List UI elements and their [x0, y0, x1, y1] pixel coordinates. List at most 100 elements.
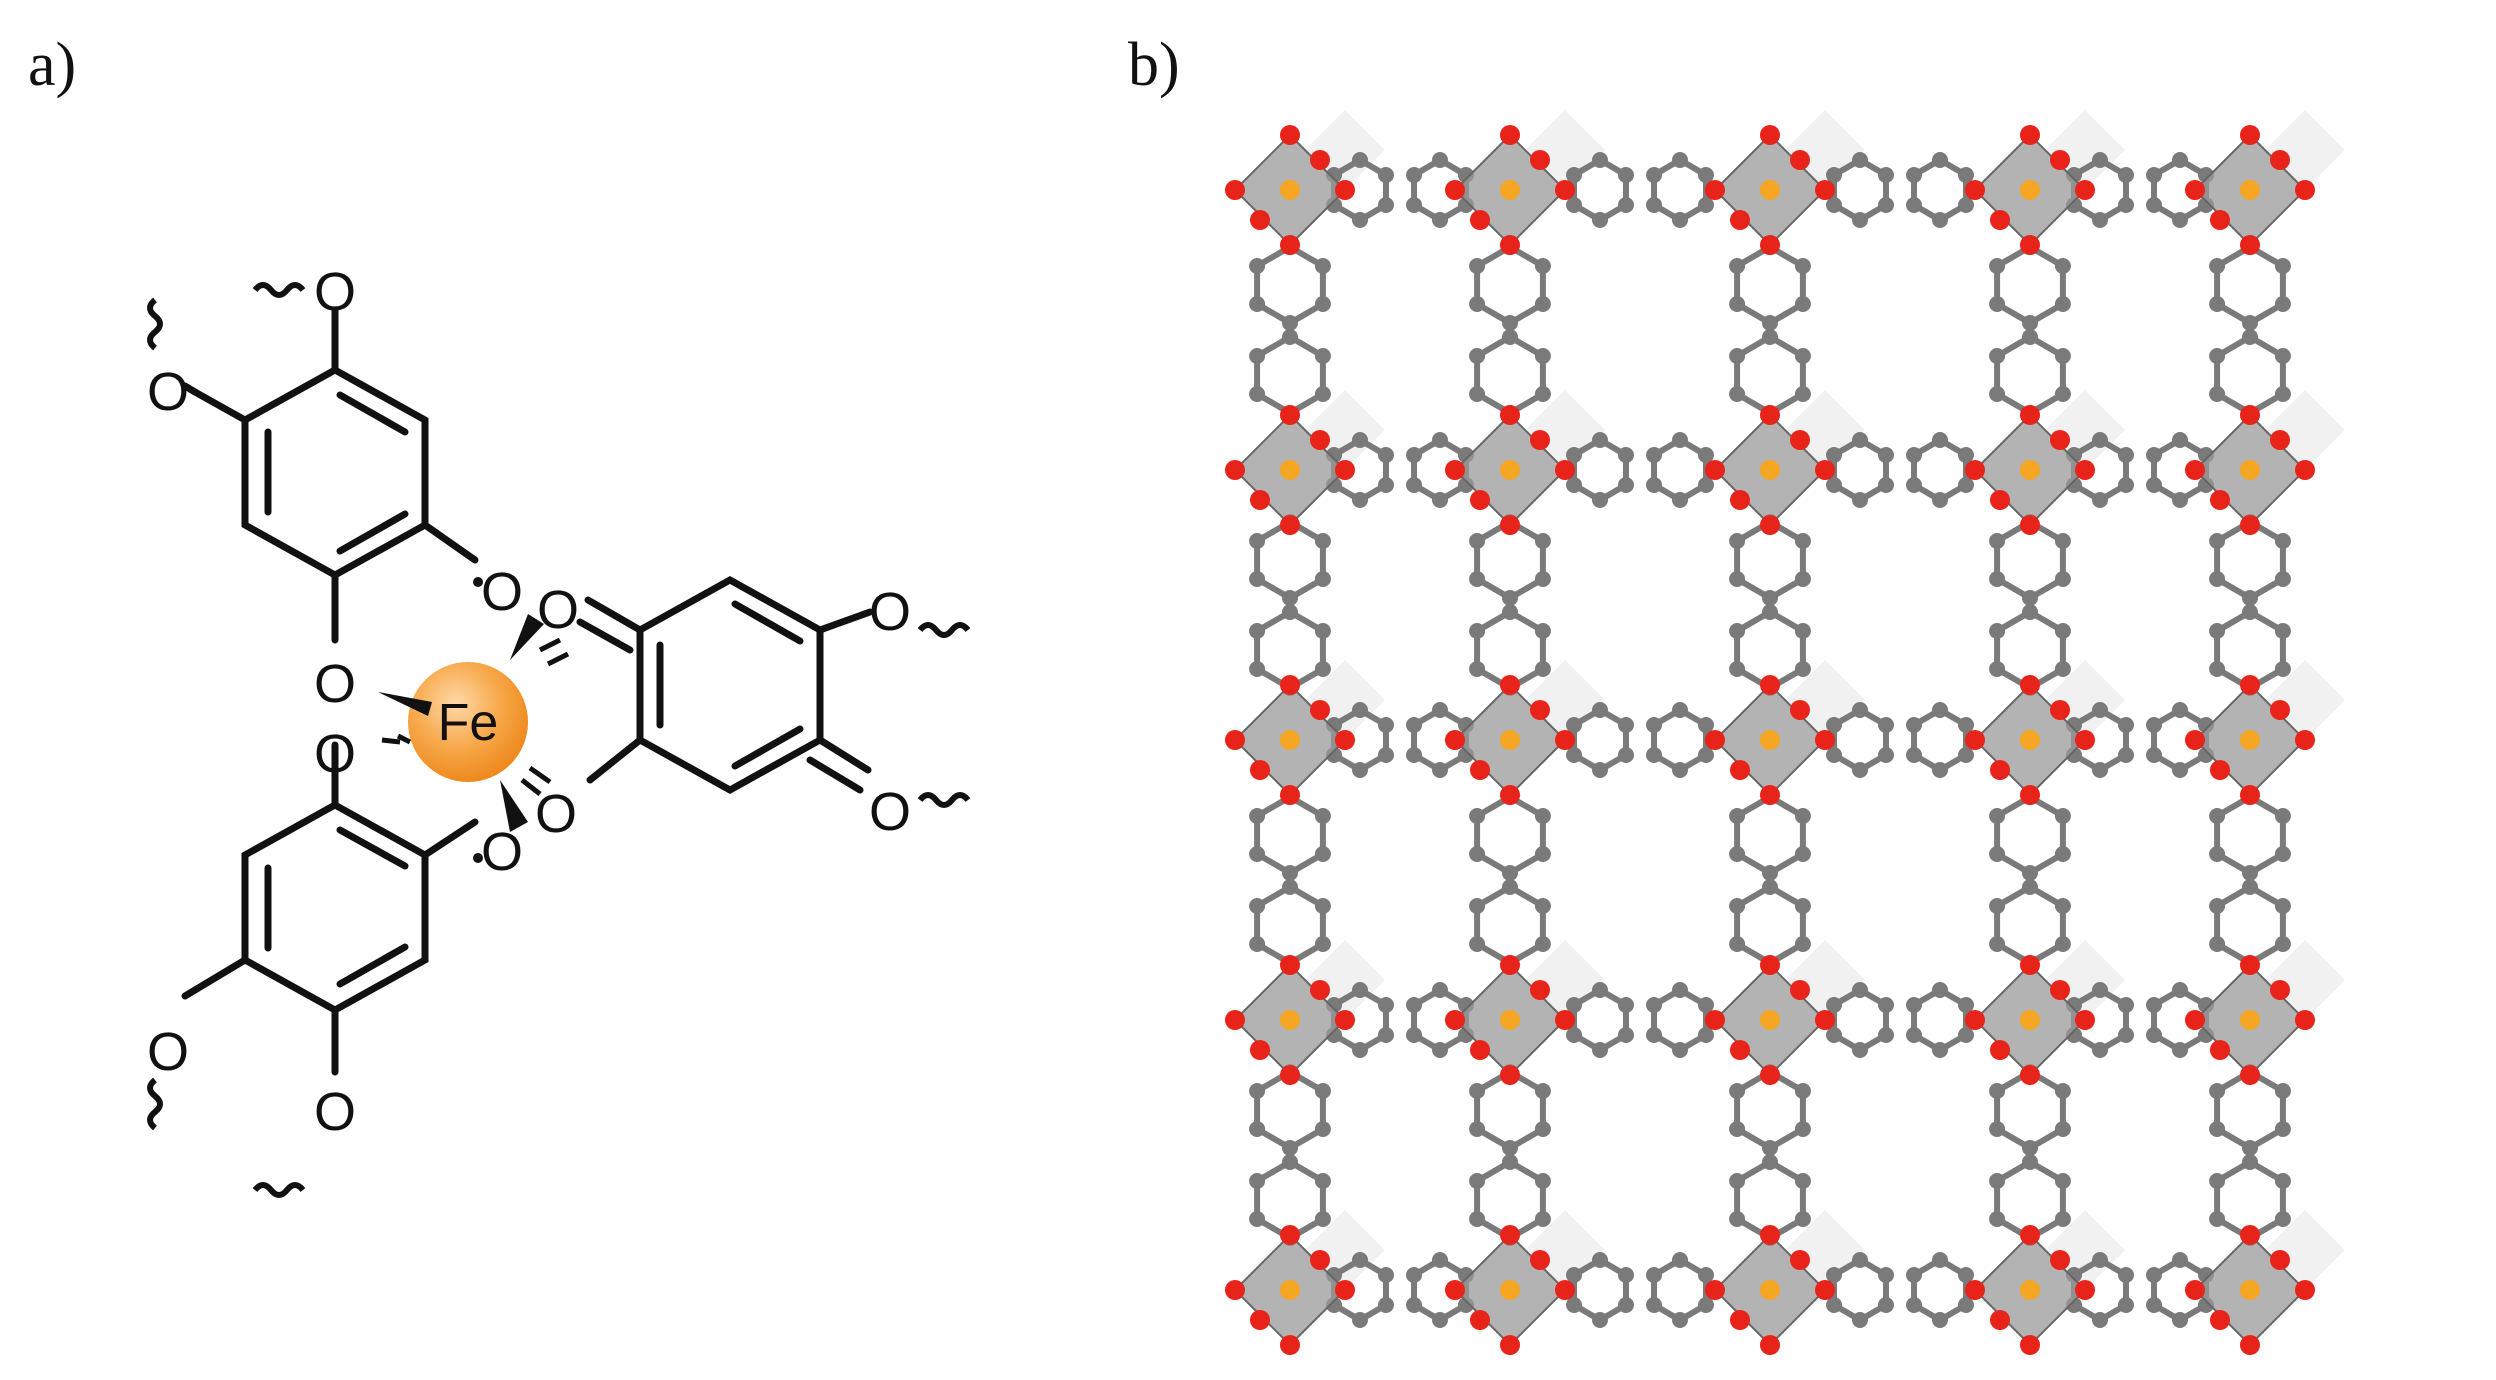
carbon-atom — [1762, 1140, 1778, 1156]
iron-atom — [2240, 1010, 2260, 1030]
carbon-atom — [1406, 167, 1423, 183]
linker-ring — [1651, 1256, 1709, 1324]
carbon-atom — [1432, 702, 1448, 718]
oxygen-atom — [2050, 980, 2070, 1000]
carbon-atom — [1249, 348, 1266, 364]
carbon-atom — [1314, 1083, 1331, 1099]
carbon-atom — [1906, 997, 1923, 1013]
oxygen-atom — [2270, 1250, 2290, 1270]
carbon-atom — [1592, 1042, 1608, 1058]
oxygen-atom — [1815, 1010, 1835, 1030]
carbon-atom — [2117, 747, 2134, 763]
linker-ring — [1571, 1256, 1629, 1324]
oxygen-label: O — [537, 580, 579, 640]
carbon-atom — [1432, 1042, 1448, 1058]
carbon-atom — [2146, 1297, 2163, 1313]
oxygen-atom — [1705, 730, 1725, 750]
carbon-atom — [1989, 661, 2006, 677]
oxygen-atom — [1815, 730, 1835, 750]
carbon-atom — [1729, 258, 1746, 274]
carbon-atom — [1469, 661, 1486, 677]
linker-ring — [1734, 883, 1806, 967]
carbon-atom — [1469, 348, 1486, 364]
oxygen-atom — [2050, 700, 2070, 720]
carbon-atom — [2054, 808, 2071, 824]
carbon-atom — [1432, 982, 1448, 998]
carbon-atom — [1249, 258, 1266, 274]
carbon-atom — [1314, 1211, 1331, 1227]
carbon-atom — [1406, 447, 1423, 463]
carbon-atom — [1432, 152, 1448, 168]
carbon-atom — [1249, 571, 1266, 587]
carbon-atom — [1697, 717, 1714, 733]
carbon-atom — [2242, 1140, 2258, 1156]
carbon-atom — [1592, 702, 1608, 718]
carbon-atom — [1432, 762, 1448, 778]
oxygen-atom — [1500, 125, 1520, 145]
carbon-atom — [1852, 762, 1868, 778]
oxygen-atom — [1250, 490, 1270, 510]
carbon-atom — [1729, 1083, 1746, 1099]
carbon-atom — [2242, 604, 2258, 620]
carbon-atom — [1249, 533, 1266, 549]
oxygen-atom — [1280, 515, 1300, 535]
carbon-atom — [2054, 1121, 2071, 1137]
oxygen-atom — [1760, 125, 1780, 145]
carbon-atom — [1566, 1297, 1583, 1313]
iron-atom — [2020, 1010, 2040, 1030]
carbon-atom — [1672, 492, 1688, 508]
carbon-atom — [1249, 808, 1266, 824]
linker-ring — [2214, 883, 2286, 967]
carbon-atom — [2146, 477, 2163, 493]
oxygen-atom — [1500, 1065, 1520, 1085]
iron-atom — [1760, 730, 1780, 750]
oxygen-atom — [1335, 1280, 1355, 1300]
carbon-atom — [1534, 808, 1551, 824]
carbon-atom — [2146, 197, 2163, 213]
carbon-atom — [1989, 808, 2006, 824]
carbon-atom — [1672, 982, 1688, 998]
carbon-atom — [1729, 1121, 1746, 1137]
carbon-atom — [1592, 1312, 1608, 1328]
linker-ring — [2214, 793, 2286, 877]
carbon-atom — [1932, 982, 1948, 998]
carbon-atom — [1906, 197, 1923, 213]
fe-atom — [408, 662, 528, 782]
oxygen-atom — [2295, 1280, 2315, 1300]
carbon-atom — [2242, 329, 2258, 345]
oxygen-atom — [2240, 1335, 2260, 1355]
carbon-atom — [1502, 590, 1518, 606]
carbon-atom — [1406, 717, 1423, 733]
carbon-atom — [2242, 865, 2258, 881]
oxygen-atom — [1965, 1010, 1985, 1030]
carbon-atom — [1432, 1312, 1448, 1328]
carbon-atom — [1282, 1154, 1298, 1170]
oxygen-atom — [1310, 1250, 1330, 1270]
carbon-atom — [1906, 1297, 1923, 1313]
oxygen-atom — [1530, 430, 1550, 450]
linker-ring — [1651, 986, 1709, 1054]
carbon-atom — [1646, 747, 1663, 763]
carbon-atom — [2172, 492, 2188, 508]
carbon-atom — [1617, 1297, 1634, 1313]
carbon-atom — [1282, 879, 1298, 895]
linker-ring — [1911, 156, 1969, 224]
oxygen-atom — [2020, 125, 2040, 145]
carbon-atom — [1534, 348, 1551, 364]
carbon-atom — [1877, 717, 1894, 733]
linker-ring — [1474, 243, 1546, 327]
carbon-atom — [2274, 808, 2291, 824]
carbon-atom — [1762, 590, 1778, 606]
carbon-atom — [2146, 717, 2163, 733]
oxygen-atom — [1500, 235, 1520, 255]
carbon-atom — [1282, 590, 1298, 606]
carbon-atom — [2274, 1121, 2291, 1137]
oxygen-atom — [1250, 760, 1270, 780]
carbon-atom — [2274, 846, 2291, 862]
oxygen-atom — [1310, 430, 1330, 450]
oxygen-atom — [1445, 730, 1465, 750]
linker-ring — [1474, 883, 1546, 967]
oxygen-atom — [2240, 955, 2260, 975]
oxygen-label: O — [147, 1022, 189, 1082]
carbon-atom — [1852, 152, 1868, 168]
